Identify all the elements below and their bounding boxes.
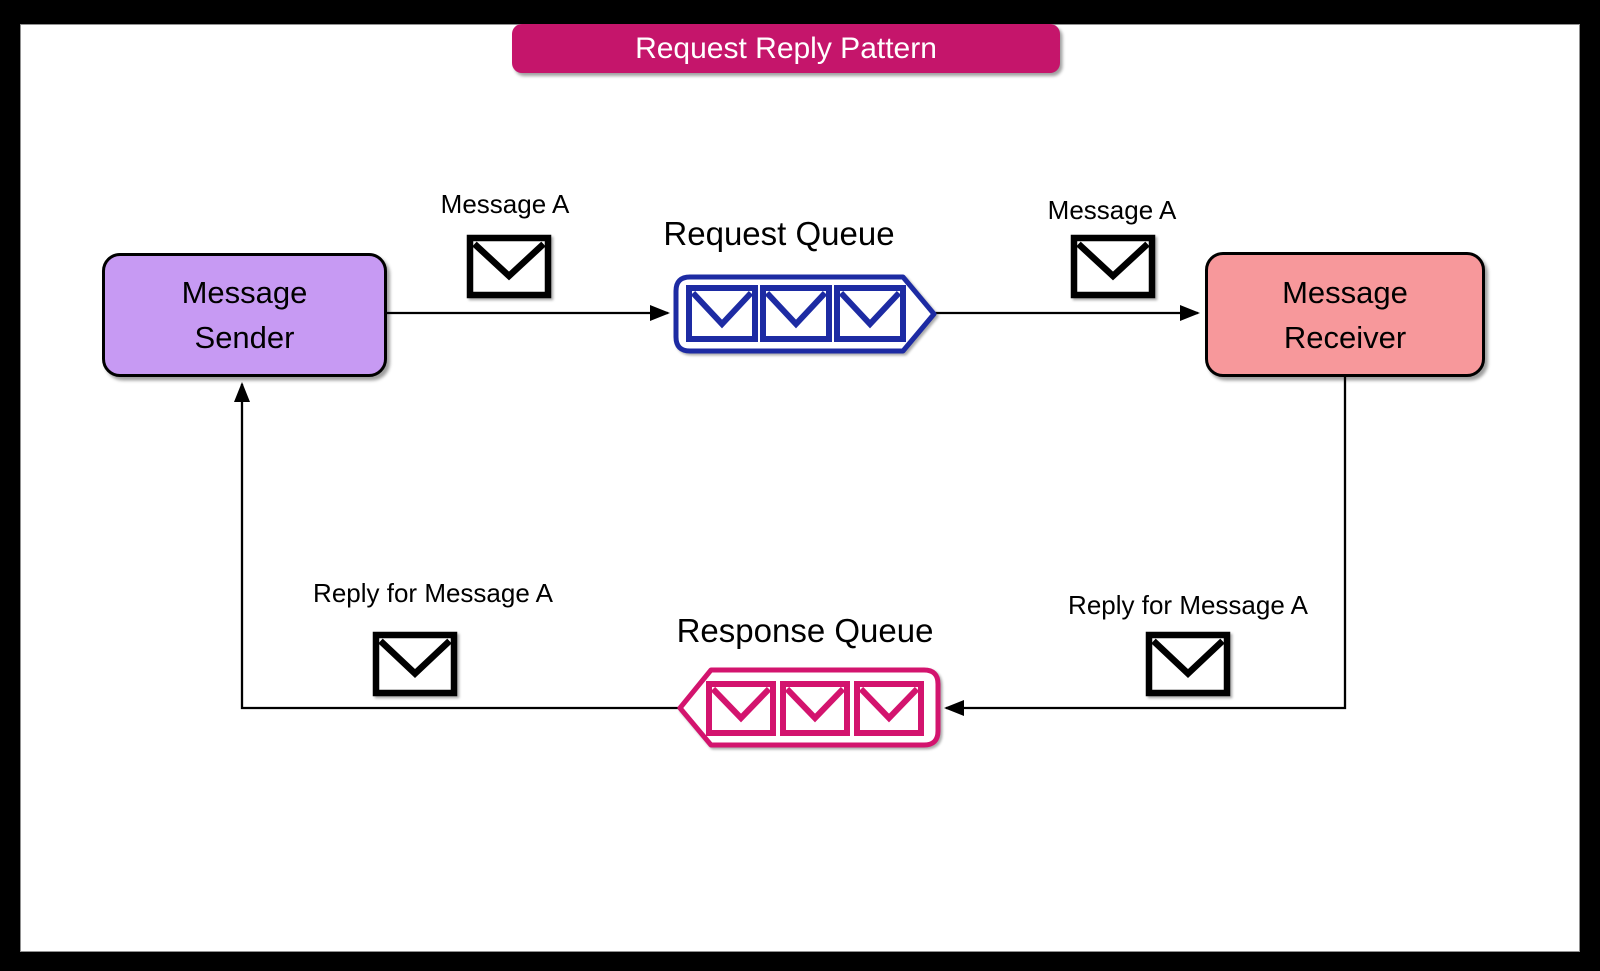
response-queue-envelopes [706, 681, 924, 736]
envelope-icon [1070, 234, 1156, 299]
response-queue-label: Response Queue [676, 612, 934, 649]
diagram-title: Request Reply Pattern [635, 31, 937, 65]
request-queue-envelopes [686, 285, 906, 342]
envelope-icon [834, 285, 906, 342]
connector-response-queue-to-sender [234, 382, 680, 710]
envelope-icon [706, 681, 776, 736]
envelope-icon [854, 681, 924, 736]
diagram-title-banner: Request Reply Pattern [512, 24, 1060, 73]
node-message-receiver: Message Receiver [1205, 252, 1485, 377]
request-queue-shape [673, 274, 937, 354]
envelope-icon [466, 234, 552, 299]
diagram-background [20, 24, 1580, 952]
envelope-icon [760, 285, 832, 342]
message-label-sender-to-queue: Message A [440, 189, 570, 219]
connector-receiver-to-response-queue [944, 377, 1347, 716]
node-message-sender-label: Message Sender [181, 275, 308, 355]
message-label-queue-to-sender: Reply for Message A [313, 578, 553, 608]
envelope-icon [686, 285, 758, 342]
envelope-icon [1145, 631, 1231, 697]
request-queue-label: Request Queue [663, 215, 895, 252]
message-label-receiver-to-queue: Reply for Message A [1068, 590, 1308, 620]
envelope-icon [780, 681, 850, 736]
node-message-receiver-label: Message Receiver [1282, 274, 1408, 355]
envelope-icon [372, 631, 458, 697]
message-label-queue-to-receiver: Message A [1047, 195, 1177, 225]
node-message-sender: Message Sender [102, 253, 387, 377]
response-queue-shape [677, 667, 941, 748]
